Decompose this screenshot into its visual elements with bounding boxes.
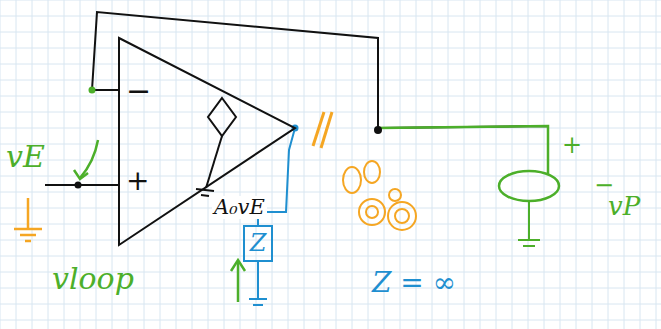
scribble — [343, 161, 416, 230]
source-label: + — [562, 132, 582, 158]
voltage-arrow — [74, 140, 98, 179]
pin-sign: + — [126, 166, 149, 197]
impedance-box: Z — [243, 225, 273, 262]
op-amp-triangle: −+ — [118, 38, 295, 245]
wire — [92, 12, 548, 174]
voltage-arrow — [231, 260, 245, 302]
source-label: vP — [608, 192, 640, 221]
terminal-dot — [89, 87, 96, 94]
note: Z = ∞ — [372, 268, 456, 299]
ground-symbol — [249, 262, 267, 305]
source-wire — [378, 126, 548, 174]
impedance-label: Z — [250, 230, 267, 256]
loop-break-mark — [313, 112, 332, 148]
terminal-dot — [374, 126, 382, 134]
voltage-label: vloop — [52, 262, 134, 295]
ground-symbol — [14, 198, 42, 241]
voltage-source-outline — [498, 170, 560, 202]
voltage-label: vE — [6, 140, 45, 173]
op-amp-triangle-outline — [118, 38, 295, 245]
gain-label: A₀vE — [212, 196, 267, 219]
terminal-dot — [75, 182, 82, 189]
pin-sign: − — [126, 74, 151, 107]
voltage-source: +−vP — [498, 170, 560, 202]
ground-symbol — [518, 202, 540, 246]
